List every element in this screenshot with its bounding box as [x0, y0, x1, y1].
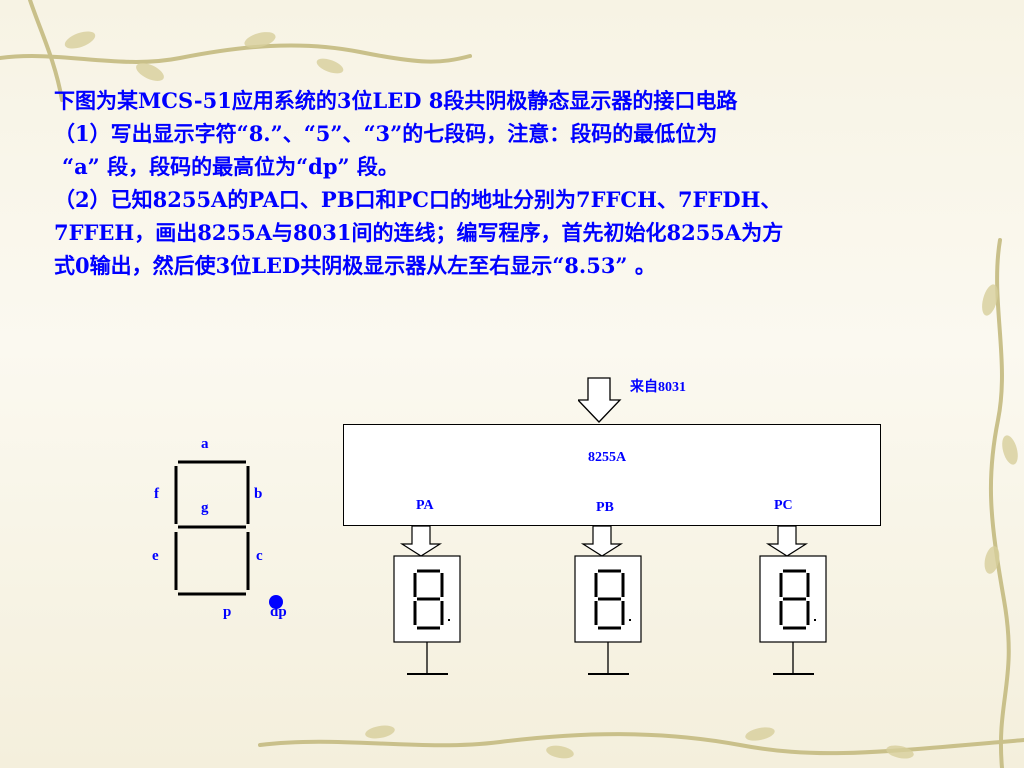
- text-line-1: 下图为某MCS-51应用系统的3位LED 8段共阴极静态显示器的接口电路: [54, 88, 738, 113]
- port-label-pb: PB: [596, 500, 614, 515]
- segment-label-a: a: [201, 436, 209, 452]
- problem-text: 下图为某MCS-51应用系统的3位LED 8段共阴极静态显示器的接口电路 （1）…: [54, 84, 974, 282]
- seven-segment-diagram: [174, 460, 283, 609]
- segment-label-e: e: [152, 548, 159, 564]
- text-line-2: （1）写出显示字符“8.”、“5”、“3”的七段码，注意：段码的最低位为: [54, 121, 718, 146]
- segment-label-c: c: [256, 548, 263, 564]
- source-label: 来自8031: [630, 380, 686, 395]
- port-label-pc: PC: [774, 498, 793, 513]
- text-line-5: 7FFEH，画出8255A与8031间的连线；编写程序，首先初始化8255A为方: [54, 220, 784, 245]
- segment-label-f: f: [154, 486, 159, 502]
- led-display-3: [758, 524, 828, 676]
- display-group: [392, 524, 828, 676]
- segment-label-g: g: [201, 500, 209, 516]
- chip-name: 8255A: [588, 450, 627, 465]
- led-display-1: [392, 524, 462, 676]
- segment-label-b: b: [254, 486, 263, 502]
- text-line-4: （2）已知8255A的PA口、PB口和PC口的地址分别为7FFCH、7FFDH、: [54, 187, 782, 212]
- segment-label-dp: dp: [270, 604, 287, 620]
- led-display-2: [573, 524, 643, 676]
- segment-dp-dot: [269, 595, 283, 609]
- chip-8255a-box: [343, 424, 881, 526]
- text-line-6: 式0输出，然后使3位LED共阴极显示器从左至右显示“8.53” 。: [54, 253, 656, 278]
- text-line-3: “a” 段，段码的最高位为“dp” 段。: [62, 154, 399, 179]
- input-arrow: [578, 377, 622, 423]
- segment-label-p: p: [223, 604, 232, 620]
- port-label-pa: PA: [416, 498, 434, 513]
